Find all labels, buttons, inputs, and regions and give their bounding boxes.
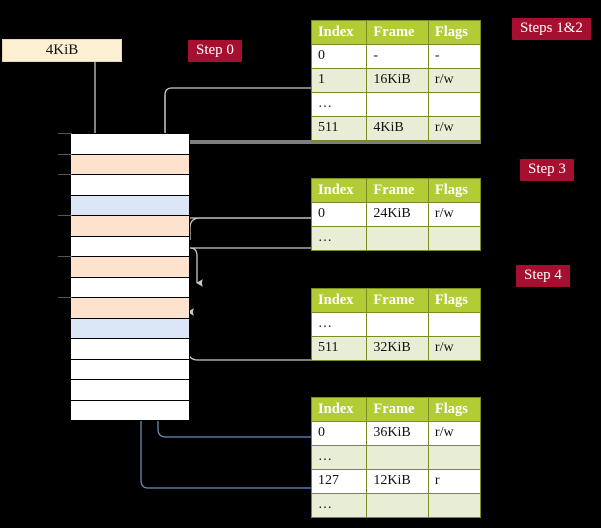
level3-table-r0-frame: 24KiB — [366, 202, 429, 227]
level1-table-r1-index: … — [310, 445, 368, 470]
level1-table-r2-index: 127 — [310, 469, 368, 494]
level3-table-r1-flags — [427, 226, 482, 251]
memory-frame-8 — [70, 297, 190, 319]
virtual-address-box: 4KiB — [2, 39, 122, 62]
table-row: … — [310, 226, 482, 251]
level4-table-r2-index: … — [310, 92, 368, 117]
level3-table-header-frame: Frame — [366, 178, 429, 203]
level4-table-r1-flags: r/w — [427, 68, 482, 93]
table-row: … — [310, 312, 482, 337]
badge-step0: Step 0 — [188, 40, 242, 62]
level2-table-header-frame: Frame — [366, 288, 429, 313]
level4-table-r0-frame: - — [366, 44, 429, 69]
memory-tick-5 — [58, 297, 72, 298]
level2-table-r0-flags — [427, 312, 482, 337]
level4-table-r1-frame: 16KiB — [366, 68, 429, 93]
physical-memory-column — [70, 133, 190, 421]
level4-table-r3-index: 511 — [310, 116, 368, 141]
memory-frame-10 — [70, 338, 190, 360]
level1-table-r0-index: 0 — [310, 421, 368, 446]
level1-table-header-flags: Flags — [427, 397, 482, 422]
memory-frame-6 — [70, 256, 190, 278]
level4-table-header-index: Index — [310, 20, 368, 45]
level1-table-r1-flags — [427, 445, 482, 470]
arrow-mem4-elbow — [189, 247, 203, 287]
memory-frame-7 — [70, 276, 190, 298]
level2-table-r0-frame — [366, 312, 429, 337]
level2-table-r1-flags: r/w — [427, 336, 482, 361]
level3-table-r0-index: 0 — [310, 202, 368, 227]
memory-frame-11 — [70, 358, 190, 380]
level3-table-header-index: Index — [310, 178, 368, 203]
table-row: 0-- — [310, 44, 482, 69]
level1-table-r2-flags: r — [427, 469, 482, 494]
level2-table-header-flags: Flags — [427, 288, 482, 313]
level1-table-r0-flags: r/w — [427, 421, 482, 446]
level3-table-r1-frame — [366, 226, 429, 251]
arrow-va-to-mem — [85, 50, 101, 149]
badge-step3: Step 3 — [520, 159, 574, 181]
memory-tick-0 — [58, 133, 72, 134]
badge-step4: Step 4 — [516, 265, 570, 287]
level4-table-r2-frame — [366, 92, 429, 117]
level3-table-r0-flags: r/w — [427, 202, 482, 227]
table-row: … — [310, 92, 482, 117]
level1-table-r3-frame — [366, 493, 429, 518]
level4-table-r1-index: 1 — [310, 68, 368, 93]
level3-table-header-flags: Flags — [427, 178, 482, 203]
level4-table-header-flags: Flags — [427, 20, 482, 45]
memory-tick-2 — [58, 174, 72, 175]
memory-frame-12 — [70, 379, 190, 401]
memory-frame-2 — [70, 174, 190, 196]
memory-tick-1 — [58, 154, 72, 155]
level1-table-r2-frame: 12KiB — [366, 469, 429, 494]
level1-table-r3-flags — [427, 493, 482, 518]
memory-frame-3 — [70, 194, 190, 216]
level1-table-header-index: Index — [310, 397, 368, 422]
level3-table-r1-index: … — [310, 226, 368, 251]
level2-table-r0-index: … — [310, 312, 368, 337]
level4-table-r0-index: 0 — [310, 44, 368, 69]
memory-frame-0 — [70, 133, 190, 155]
memory-tick-3 — [58, 215, 72, 216]
level1-table-r0-frame: 36KiB — [366, 421, 429, 446]
table-row: … — [310, 445, 482, 470]
level2-table-header-index: Index — [310, 288, 368, 313]
level4-table-r0-flags: - — [427, 44, 482, 69]
memory-frame-5 — [70, 235, 190, 257]
level2-table-r1-index: 511 — [310, 336, 368, 361]
level1-table-r1-frame — [366, 445, 429, 470]
level4-table-r3-frame: 4KiB — [366, 116, 429, 141]
level4-table-r3-flags: r/w — [427, 116, 482, 141]
memory-tick-4 — [58, 256, 72, 257]
level4-table-header-frame: Frame — [366, 20, 429, 45]
badge-steps1and2: Steps 1&2 — [512, 18, 591, 40]
table-row: … — [310, 493, 482, 518]
memory-frame-9 — [70, 317, 190, 339]
level4-table-r2-flags — [427, 92, 482, 117]
level2-table-r1-frame: 32KiB — [366, 336, 429, 361]
memory-frame-1 — [70, 153, 190, 175]
level1-table-r3-index: … — [310, 493, 368, 518]
virtual-address-label: 4KiB — [45, 42, 79, 58]
level1-table-header-frame: Frame — [366, 397, 429, 422]
memory-frame-4 — [70, 215, 190, 237]
memory-frame-13 — [70, 399, 190, 421]
